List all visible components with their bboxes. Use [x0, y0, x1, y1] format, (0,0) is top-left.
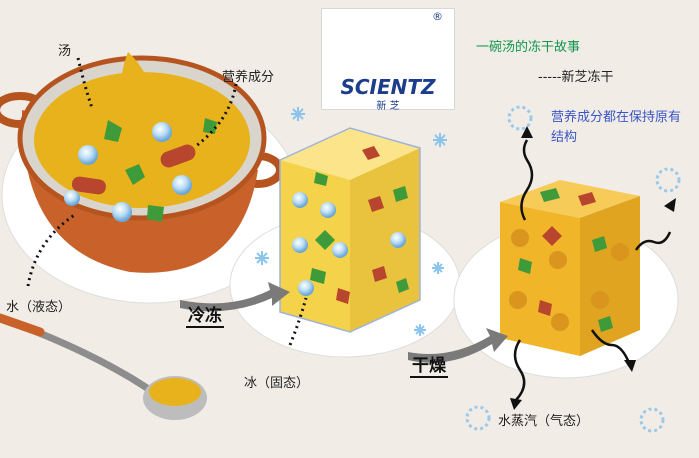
green-piece: [104, 120, 122, 142]
green-piece: [203, 118, 217, 134]
page-subtitle: -----新芝冻干: [538, 70, 614, 85]
sausage: [160, 144, 196, 168]
water-droplet: [64, 190, 80, 206]
water-droplet: [78, 145, 98, 165]
scientz-logo: SCIENTZ 新 芝: [321, 8, 455, 112]
dried-block: [500, 180, 640, 356]
process-arrows: [180, 282, 508, 363]
callout-arrows: [26, 57, 308, 346]
snowflakes: [255, 107, 447, 336]
vapor-arrows: [513, 139, 672, 401]
water-droplet: [172, 175, 192, 195]
sausage: [71, 176, 106, 195]
freeze-step-label: 冷冻: [186, 306, 224, 328]
green-piece: [125, 164, 145, 185]
green-piece: [147, 205, 164, 222]
logo-brand-cn: 新 芝: [376, 101, 400, 112]
nutrients-note: 营养成分都在保持原有结构: [551, 110, 682, 145]
nutrients-label: 营养成分: [222, 70, 275, 85]
water-droplet: [112, 202, 132, 222]
vapor-rings: [465, 105, 681, 433]
vapor-gas-label: 水蒸汽（气态）: [498, 414, 590, 429]
logo-brand-text: SCIENTZ: [340, 75, 436, 99]
soup-label: 汤: [58, 44, 72, 59]
water-liquid-label: 水（液态）: [6, 300, 72, 315]
ladle: [0, 313, 207, 420]
ice-solid-label: 冰（固态）: [244, 376, 310, 391]
registered-mark: ®: [432, 10, 443, 23]
ice-block: [279, 127, 421, 333]
page-title: 一碗汤的冻干故事: [476, 40, 581, 55]
vapor-arrowheads: [510, 126, 676, 410]
soup-ingredients: [64, 118, 217, 222]
dry-step-label: 干燥: [410, 356, 448, 378]
water-droplet: [152, 122, 172, 142]
